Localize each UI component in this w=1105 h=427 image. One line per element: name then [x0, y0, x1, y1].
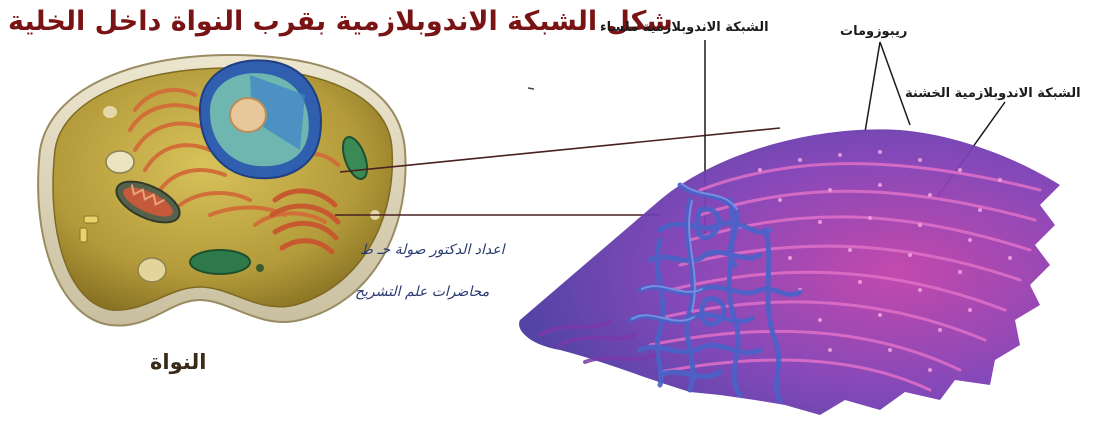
- label-nucleus: النواة: [150, 350, 206, 374]
- label-rough-er: الشبكة الاندوبلازمية الخشنة: [905, 86, 1081, 101]
- cell-nucleus: [200, 60, 321, 178]
- vesicle: [256, 264, 264, 272]
- credit-course: محاضرات علم التشريح: [355, 284, 489, 300]
- centriole: [84, 216, 98, 223]
- centriole: [80, 228, 87, 242]
- lysosome: [138, 258, 166, 282]
- er-network: [519, 129, 1060, 415]
- animal-cell: [38, 55, 405, 326]
- nucleolus: [230, 98, 266, 132]
- vesicle: [103, 106, 117, 118]
- stray-mark: [528, 88, 534, 89]
- label-ribosomes: ريبوزومات: [840, 24, 907, 39]
- vacuole: [190, 250, 250, 274]
- pointer-ribosomes-2: [880, 42, 910, 125]
- figure-title: شكل الشبكة الاندوبلازمية بقرب النواة داخ…: [8, 6, 673, 37]
- label-smooth-er: الشبكة الاندوبلازمية ملساء: [600, 20, 769, 35]
- pointer-ribosomes-1: [865, 42, 880, 132]
- credit-author: اعداد الدكتور صولة حـ ط: [360, 242, 505, 258]
- lysosome: [106, 151, 134, 173]
